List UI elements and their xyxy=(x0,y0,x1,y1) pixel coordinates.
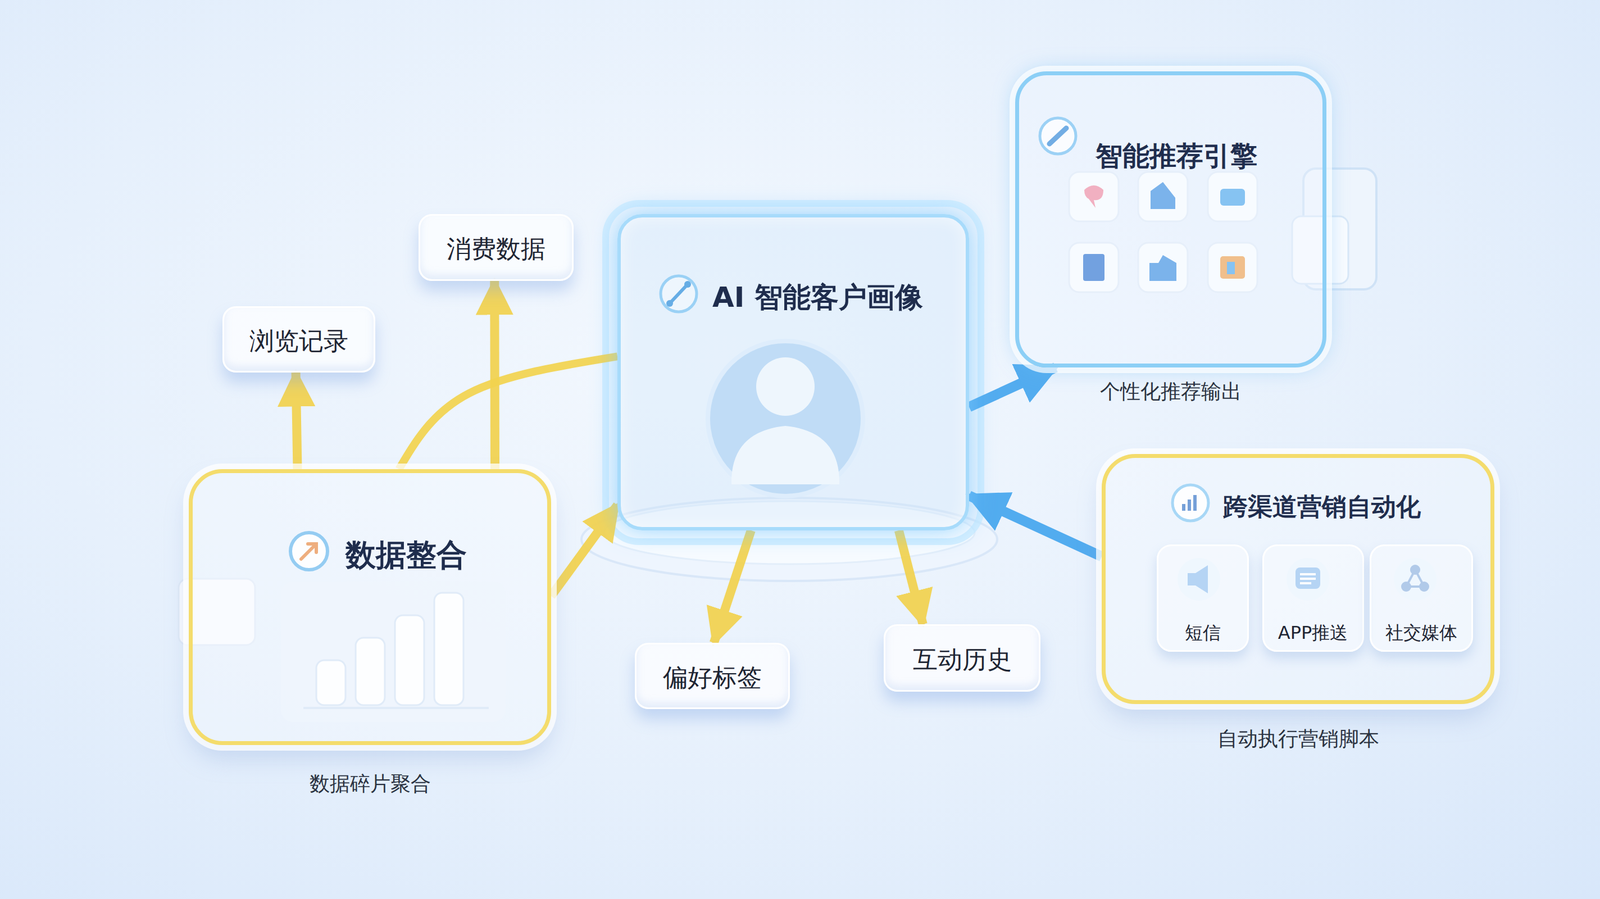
node-label: 互动历史 xyxy=(912,644,1012,675)
flow-arrow xyxy=(714,530,752,643)
text-slot: 浏览记录 xyxy=(224,326,374,357)
text-slot: 偏好标签 xyxy=(636,662,789,693)
text-slot: 数据碎片聚合 xyxy=(192,771,548,796)
node-caption: 自动执行营销脚本 xyxy=(1217,726,1380,751)
text-slot: 跨渠道营销自动化 xyxy=(1105,492,1491,522)
node-label: 社交媒体 xyxy=(1385,621,1458,644)
node-heading: 跨渠道营销自动化 xyxy=(1223,492,1421,522)
node-label: 浏览记录 xyxy=(249,326,349,357)
automation-box: 短信APP推送社交媒体跨渠道营销自动化自动执行营销脚本 xyxy=(1101,453,1495,704)
text-slot: 短信 xyxy=(1158,621,1248,644)
integration-box: 数据整合数据碎片聚合 xyxy=(188,469,552,745)
text-slot: 智能推荐引擎 xyxy=(1019,139,1323,173)
flow-arrow xyxy=(969,367,1056,407)
text-slot: 互动历史 xyxy=(885,644,1039,675)
channel-chip: 社交媒体 xyxy=(1369,544,1474,652)
node-heading: 智能推荐引擎 xyxy=(1095,139,1258,173)
node-heading: AI 智能客户画像 xyxy=(712,280,924,315)
flow-arrow xyxy=(898,530,924,625)
ai-platform xyxy=(605,203,981,542)
text-slot: 个性化推荐输出 xyxy=(1019,379,1323,404)
text-slot: 社交媒体 xyxy=(1371,621,1472,644)
ai-platform xyxy=(581,203,998,581)
text-slot: 自动执行营销脚本 xyxy=(1105,726,1491,751)
flow-arrow xyxy=(551,505,618,597)
profile-tag-box: 互动历史 xyxy=(883,624,1041,692)
text-slot: AI 智能客户画像 xyxy=(620,280,966,315)
profile-card: AI 智能客户画像 xyxy=(617,214,970,531)
node-heading: 数据整合 xyxy=(345,537,467,574)
profile-tag-box: 偏好标签 xyxy=(634,642,790,709)
node-caption: 数据碎片聚合 xyxy=(309,771,431,796)
flow-arrow xyxy=(969,495,1102,557)
node-label: 消费数据 xyxy=(446,234,546,265)
channel-chip: 短信 xyxy=(1156,544,1249,652)
text-slot: 数据整合 xyxy=(192,537,548,574)
node-caption: 个性化推荐输出 xyxy=(1100,379,1242,404)
data-source-box: 消费数据 xyxy=(418,214,574,281)
data-source-box: 浏览记录 xyxy=(222,306,376,373)
flow-arrow xyxy=(489,280,500,470)
engine-box: 智能推荐引擎个性化推荐输出 xyxy=(1015,71,1327,368)
flow-arrow xyxy=(398,356,618,470)
flow-arrow xyxy=(296,372,298,470)
text-slot: 消费数据 xyxy=(420,234,572,265)
channel-chip: APP推送 xyxy=(1262,544,1365,652)
node-label: APP推送 xyxy=(1278,621,1348,644)
node-label: 偏好标签 xyxy=(662,662,762,693)
node-label: 短信 xyxy=(1184,621,1221,644)
text-slot: APP推送 xyxy=(1264,621,1363,644)
